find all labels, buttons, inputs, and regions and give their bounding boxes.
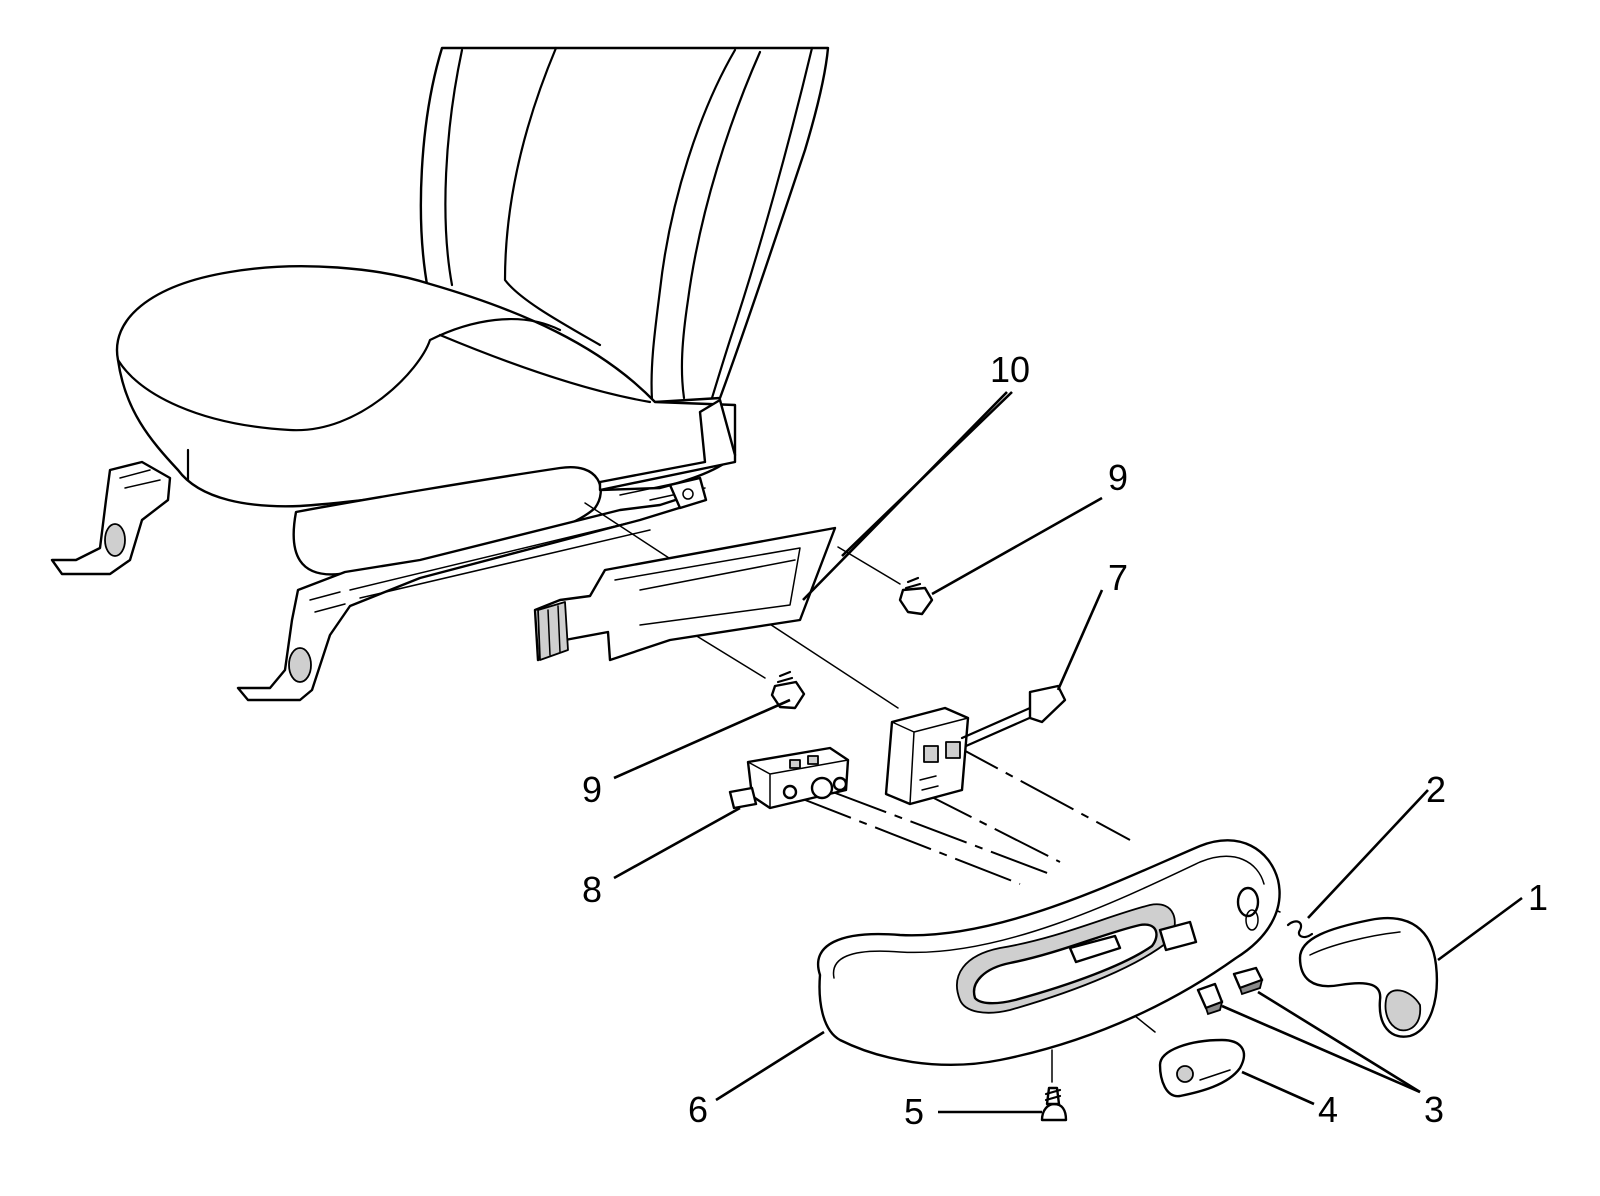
callout-9-lower: 9 xyxy=(582,769,602,810)
part-9-screw-lower xyxy=(770,670,806,710)
callout-5: 5 xyxy=(904,1091,924,1132)
callout-3: 3 xyxy=(1424,1089,1444,1130)
leader-lines xyxy=(613,391,1523,1114)
callout-1: 1 xyxy=(1528,877,1548,918)
callout-10: 10 xyxy=(990,349,1030,390)
part-9-screw-upper xyxy=(898,576,934,616)
part-3-knobs xyxy=(1196,966,1264,1016)
seat-front-bolster xyxy=(292,465,602,576)
callout-labels: 10 9 7 9 8 2 1 3 4 5 6 xyxy=(582,349,1548,1132)
callout-6: 6 xyxy=(688,1089,708,1130)
part-7-seat-switch xyxy=(884,684,1067,806)
callout-2: 2 xyxy=(1426,769,1446,810)
seat-assembly xyxy=(50,46,830,702)
part-8-switch xyxy=(728,746,850,810)
seat-track-left xyxy=(50,460,172,576)
part-1-handle xyxy=(1298,916,1438,1038)
callout-8: 8 xyxy=(582,869,602,910)
part-4-knob xyxy=(1158,1038,1246,1098)
callout-7: 7 xyxy=(1108,557,1128,598)
seat-track-right xyxy=(236,490,707,702)
part-10-finisher-panel xyxy=(533,526,837,662)
part-2-clip xyxy=(1286,920,1314,939)
callout-9-upper: 9 xyxy=(1108,457,1128,498)
callout-4: 4 xyxy=(1318,1089,1338,1130)
part-5-screw xyxy=(1040,1049,1068,1122)
part-6-side-shield xyxy=(817,839,1281,1066)
